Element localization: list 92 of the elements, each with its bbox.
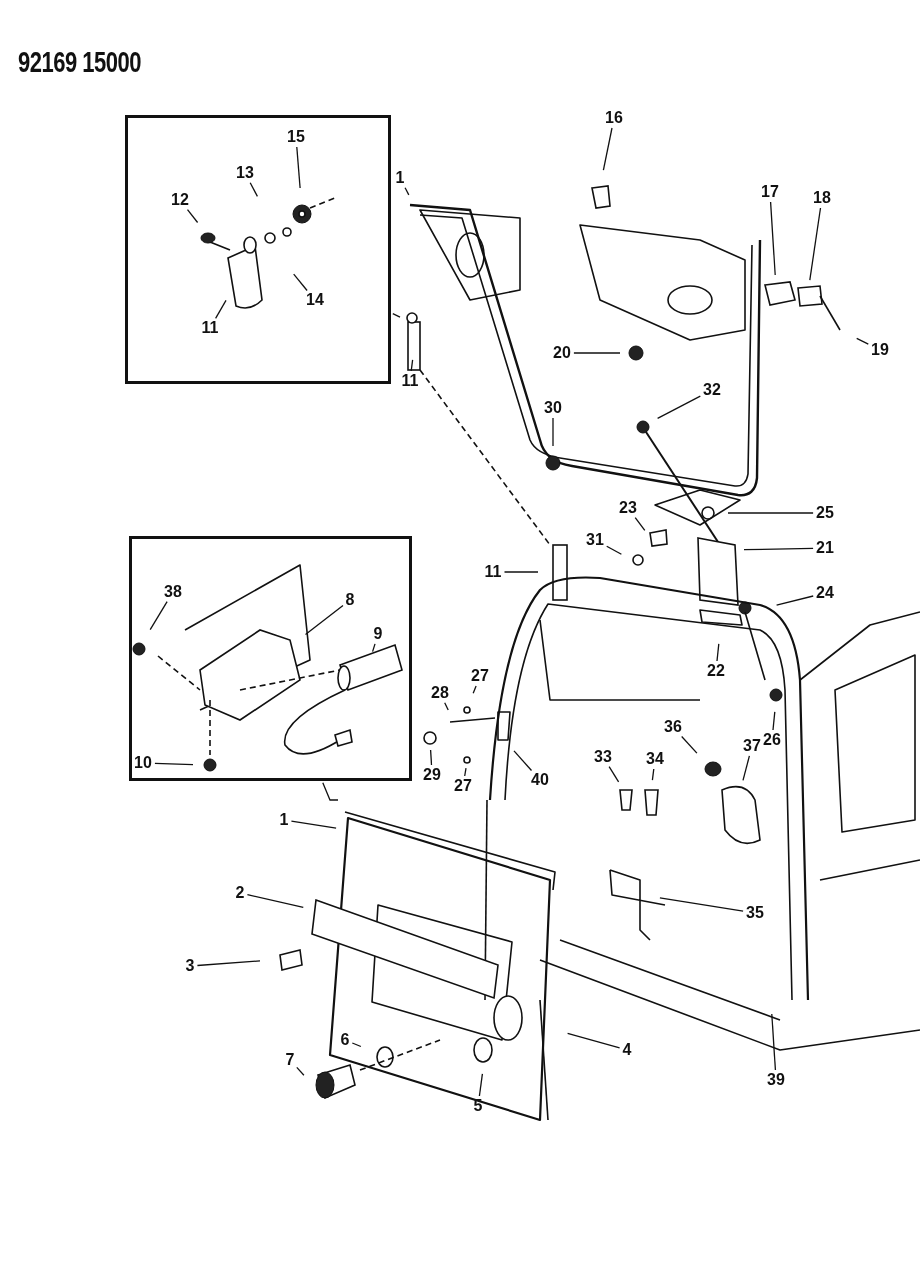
leader-line <box>716 643 720 662</box>
callout-number: 33 <box>593 749 613 765</box>
callout-number: 32 <box>702 382 722 398</box>
callout-number: 24 <box>815 585 835 601</box>
leader-line <box>322 782 339 801</box>
leader-line <box>296 146 301 189</box>
leader-line <box>573 352 621 354</box>
callout-number: 7 <box>284 1052 296 1068</box>
leader-line <box>771 1013 777 1071</box>
part-number-label: 92169 15000 <box>18 46 141 80</box>
callout-number: 19 <box>870 342 890 358</box>
leader-line <box>304 604 344 636</box>
callout-number: 13 <box>235 165 255 181</box>
callout-number: 40 <box>530 772 550 788</box>
callout-number: 18 <box>812 190 832 206</box>
callout-number: 6 <box>339 1032 351 1048</box>
leader-line <box>371 643 376 653</box>
leader-line <box>196 960 261 967</box>
leader-line <box>249 182 259 198</box>
leader-line <box>186 208 199 224</box>
leader-line <box>856 337 869 345</box>
callout-number: 11 <box>483 564 503 580</box>
leader-line <box>296 1066 305 1076</box>
callout-number: 20 <box>552 345 572 361</box>
leader-line <box>290 820 337 829</box>
callout-number: 21 <box>815 540 835 556</box>
callout-number: 11 <box>200 320 220 336</box>
leader-line <box>769 201 776 276</box>
callout-number: 23 <box>618 500 638 516</box>
leader-line <box>606 545 623 555</box>
callout-number: 39 <box>766 1072 786 1088</box>
leader-line <box>651 768 655 781</box>
callout-number: 34 <box>645 751 665 767</box>
callout-number: 35 <box>745 905 765 921</box>
leader-line <box>634 516 646 532</box>
leader-line <box>478 1073 484 1097</box>
leader-line <box>293 273 308 292</box>
leader-line <box>513 750 533 772</box>
leader-line <box>154 762 194 766</box>
callout-number: 28 <box>430 685 450 701</box>
leader-line <box>149 601 168 631</box>
callout-number: 11 <box>400 373 420 389</box>
leader-line <box>246 894 304 908</box>
leader-line <box>444 702 449 711</box>
callout-number: 14 <box>305 292 325 308</box>
callout-number: 27 <box>470 668 490 684</box>
leader-line <box>772 711 776 731</box>
callout-number: 16 <box>604 110 624 126</box>
callout-number: 9 <box>372 626 384 642</box>
leader-line <box>410 359 414 372</box>
callout-number: 12 <box>170 192 190 208</box>
callout-number: 3 <box>184 958 196 974</box>
leader-line <box>392 313 401 318</box>
leader-line <box>602 127 613 171</box>
callout-number: 37 <box>742 738 762 754</box>
callout-number: 38 <box>163 584 183 600</box>
callout-number: 10 <box>133 755 153 771</box>
leader-line <box>351 1042 362 1048</box>
leader-line <box>608 766 620 783</box>
callout-number: 29 <box>422 767 442 783</box>
leader-line <box>656 395 701 420</box>
inset-frame <box>125 115 391 384</box>
leader-line <box>472 685 477 694</box>
callout-number: 26 <box>762 732 782 748</box>
leader-line <box>503 571 539 573</box>
callout-number: 27 <box>453 778 473 794</box>
leader-line <box>727 512 814 514</box>
callout-number: 17 <box>760 184 780 200</box>
callout-number: 22 <box>706 663 726 679</box>
callout-number: 4 <box>621 1042 633 1058</box>
callout-number: 1 <box>278 812 290 828</box>
callout-number: 1 <box>394 170 406 186</box>
leader-line <box>464 767 467 777</box>
callout-number: 36 <box>663 719 683 735</box>
leader-line <box>659 897 744 912</box>
leader-line <box>552 417 554 447</box>
callout-number: 15 <box>286 129 306 145</box>
callout-number: 31 <box>585 532 605 548</box>
leader-line <box>775 595 814 606</box>
callout-number: 2 <box>234 885 246 901</box>
callout-number: 30 <box>543 400 563 416</box>
leader-line <box>742 755 751 782</box>
leader-line <box>566 1032 621 1049</box>
inset-frame <box>129 536 412 781</box>
leader-line <box>404 187 410 196</box>
leader-line <box>429 749 433 766</box>
callout-number: 8 <box>344 592 356 608</box>
leader-line <box>809 207 822 281</box>
leader-line <box>743 547 814 551</box>
leader-line <box>681 735 698 754</box>
callout-number: 25 <box>815 505 835 521</box>
leader-line <box>214 299 227 319</box>
